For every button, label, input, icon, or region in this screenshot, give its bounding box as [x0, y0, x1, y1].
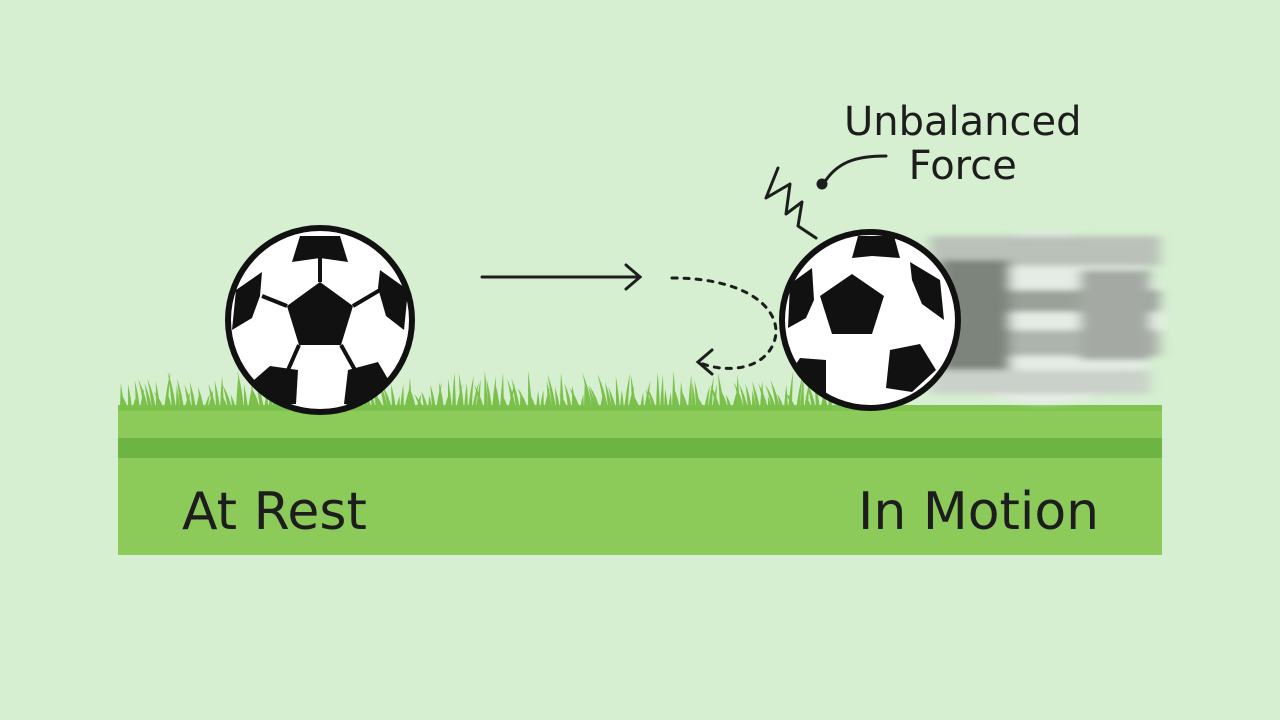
force-label-line2: Force	[908, 143, 1017, 189]
force-label-line1: Unbalanced	[844, 99, 1082, 145]
curved-dotted-arrow-icon	[670, 276, 778, 376]
grass	[120, 370, 832, 410]
soccer-ball-icon	[225, 225, 415, 415]
in-motion-label: In Motion	[858, 482, 1100, 542]
force-pointer-arrow-icon	[816, 154, 888, 190]
motion-blur-trail	[925, 232, 1165, 404]
soccer-ball-icon	[779, 229, 961, 411]
at-rest-label: At Rest	[182, 482, 367, 542]
ground	[118, 405, 1162, 555]
grass-blades	[120, 370, 832, 410]
impact-zigzag-icon	[764, 166, 818, 240]
unbalanced-force-label: Unbalanced Force	[844, 100, 1082, 188]
arrow-right-icon	[480, 263, 643, 291]
